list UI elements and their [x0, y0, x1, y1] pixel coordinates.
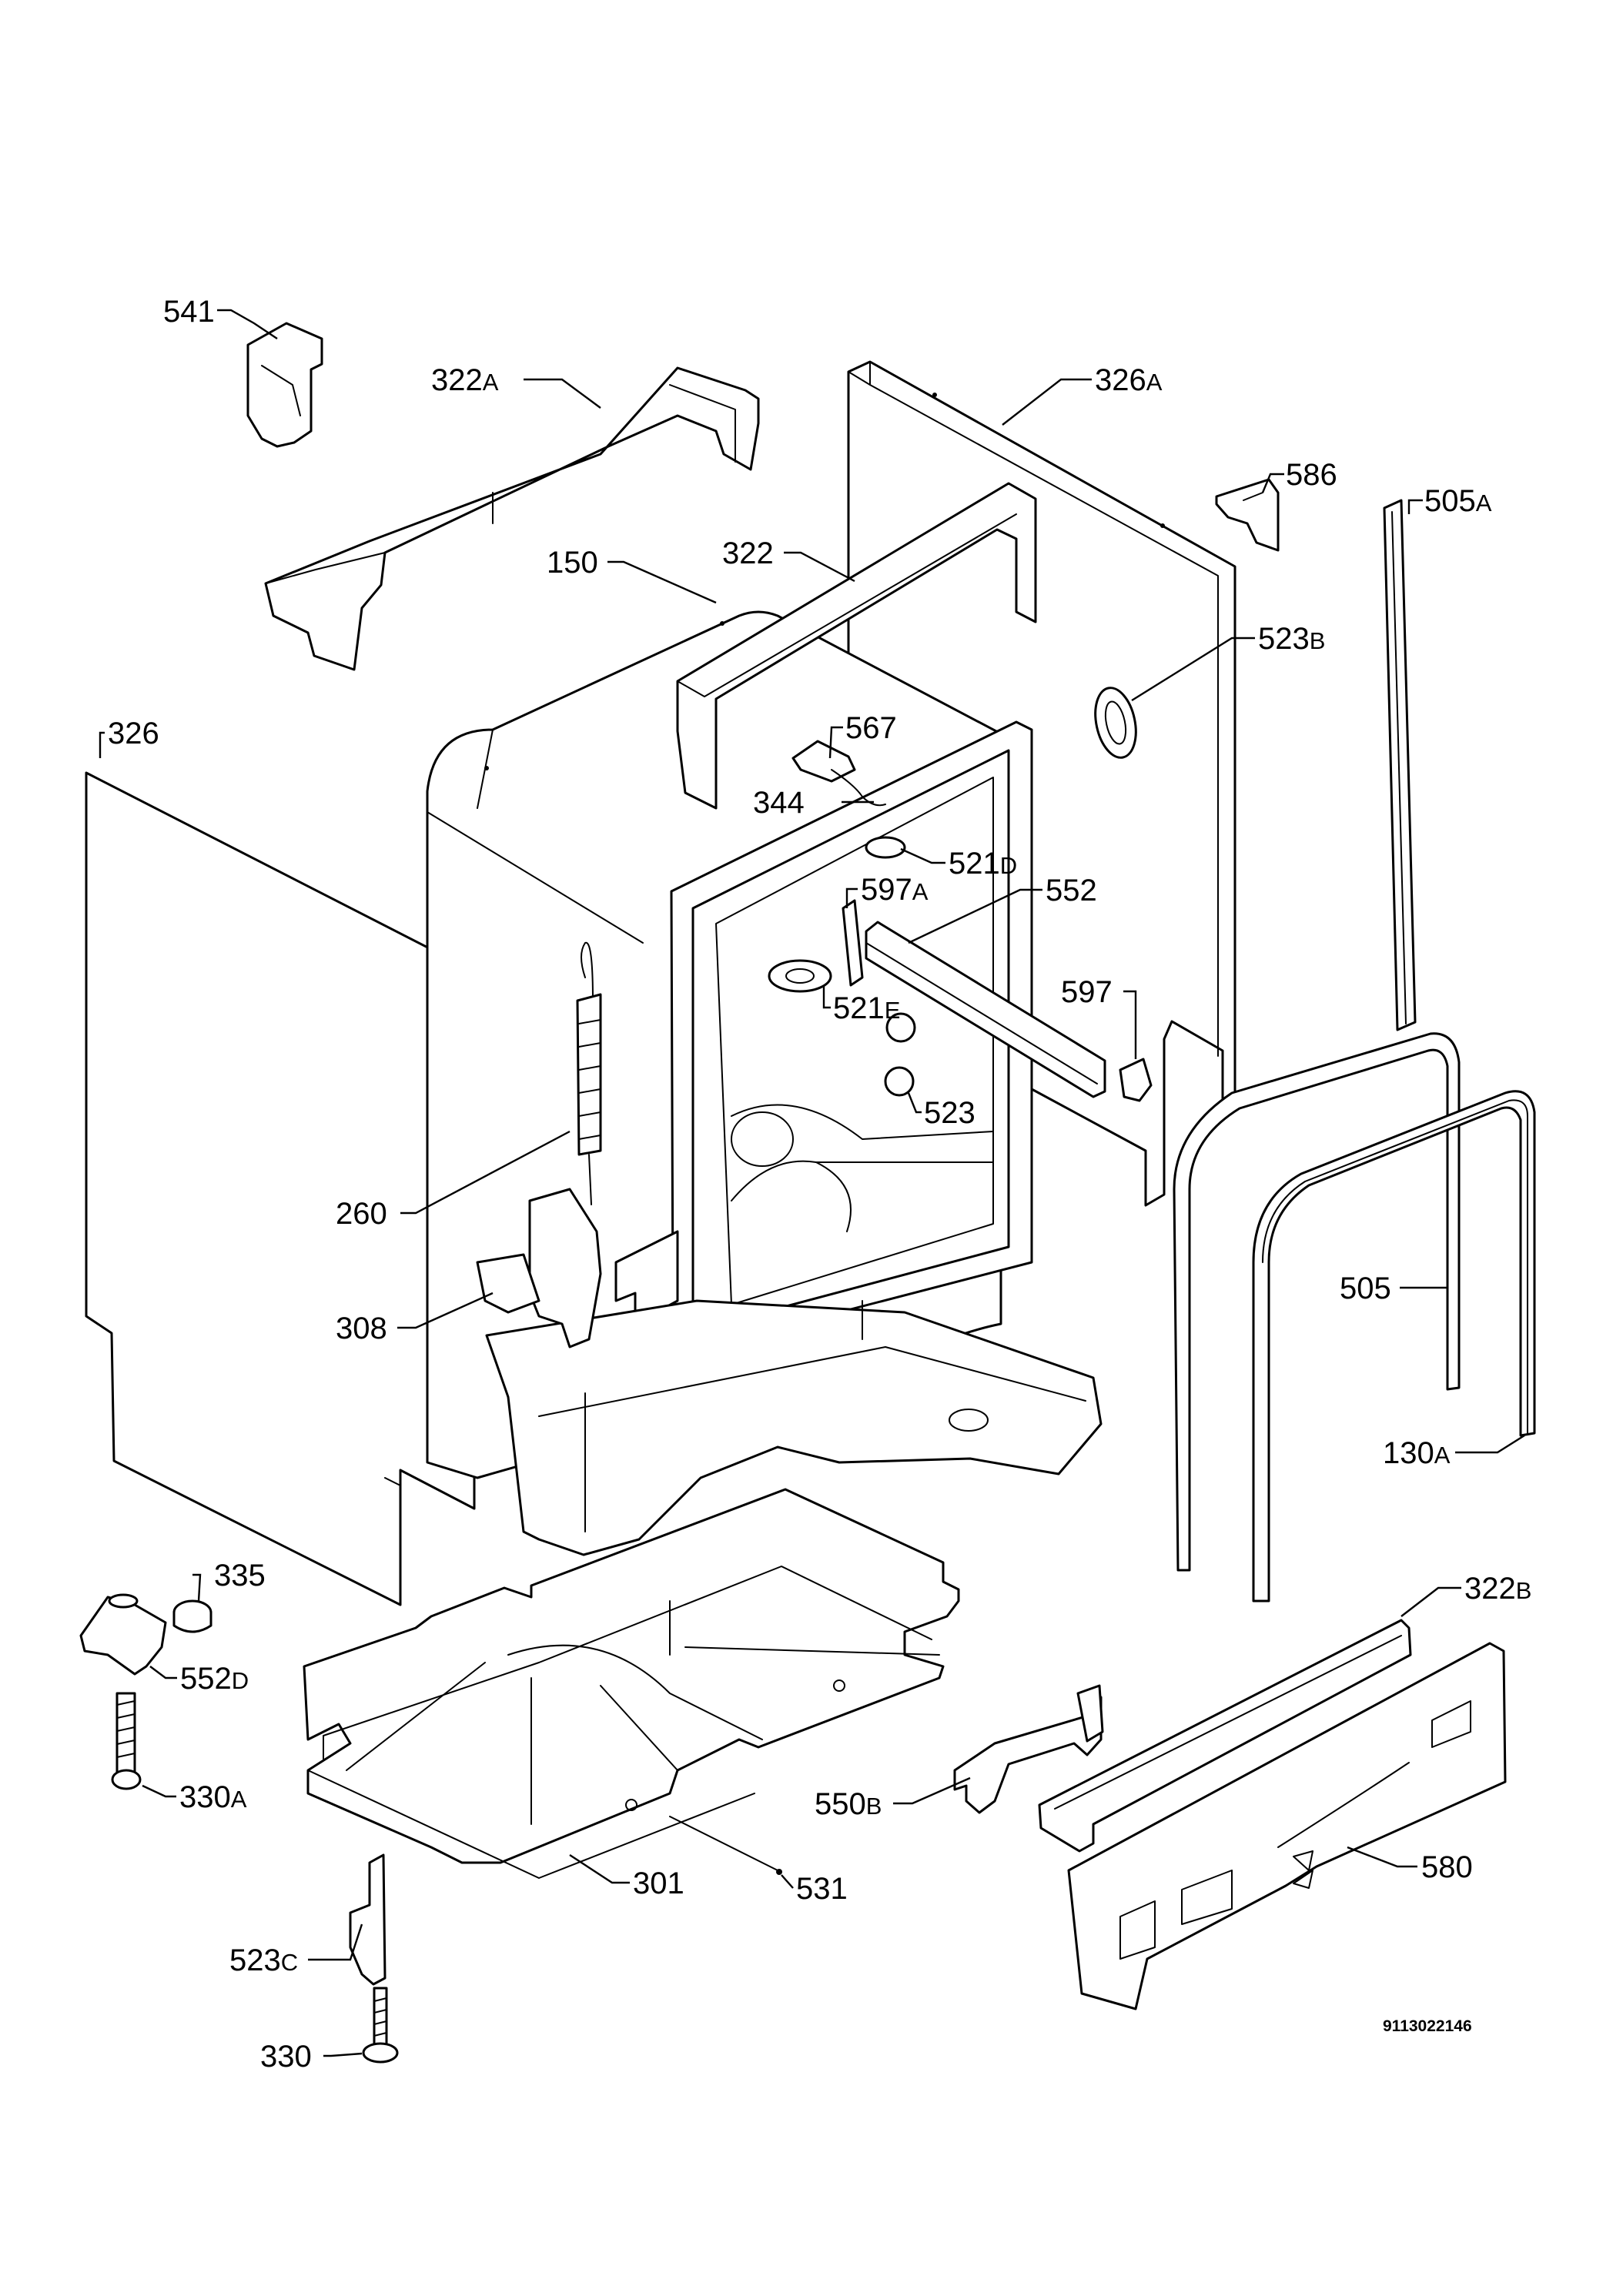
side-panel-left-part — [85, 771, 476, 1606]
door-seal-130a-part — [1252, 1090, 1536, 1603]
cap-521d-part — [865, 836, 906, 859]
callout-531: 531 — [796, 1872, 848, 1906]
clip-567-part — [791, 740, 856, 783]
callout-308: 308 — [336, 1312, 387, 1345]
callout-labels: 541 322A 326A 586 505A 150 322 523B 326 … — [108, 295, 1531, 2074]
door-seal-505-part — [1173, 1032, 1461, 1572]
callout-260: 260 — [336, 1197, 387, 1231]
callout-567: 567 — [845, 711, 897, 745]
gear-part — [172, 1599, 212, 1633]
leader-531 — [781, 1874, 794, 1889]
leader-326a — [1002, 378, 1092, 426]
callout-326: 326 — [108, 717, 159, 750]
grommet-part — [1094, 687, 1137, 759]
callout-150: 150 — [547, 546, 598, 580]
callout-330a: 330A — [179, 1780, 247, 1814]
leader-326 — [99, 731, 105, 758]
callout-550b: 550B — [815, 1787, 882, 1821]
callout-541: 541 — [163, 295, 215, 329]
callout-523b: 523B — [1258, 622, 1325, 656]
leader-567 — [828, 726, 843, 759]
leader-521d — [900, 847, 945, 864]
leader-597a — [845, 887, 858, 908]
leader-523b — [1131, 637, 1255, 702]
seal-strip-part — [1383, 499, 1417, 1031]
leader-523c — [308, 1923, 363, 1961]
rod-531-part — [669, 1816, 782, 1875]
leader-586 — [1261, 473, 1284, 493]
callout-130a: 130A — [1383, 1436, 1451, 1470]
top-rail-rear-part — [264, 366, 760, 671]
leader-322 — [784, 551, 855, 583]
leader-130a — [1455, 1434, 1525, 1454]
callout-523: 523 — [924, 1096, 975, 1130]
callout-330: 330 — [260, 2040, 312, 2074]
leader-597 — [1123, 990, 1137, 1059]
hinge-part — [476, 1188, 602, 1349]
callout-552d: 552D — [180, 1662, 249, 1696]
callout-597a: 597A — [861, 873, 929, 907]
callout-322a: 322A — [431, 363, 499, 397]
callout-344: 344 — [753, 786, 805, 820]
callout-523c: 523C — [229, 1943, 298, 1977]
callout-580: 580 — [1421, 1850, 1473, 1884]
valve-523-part — [884, 1012, 916, 1097]
hook-597a-part — [842, 899, 864, 987]
callout-335: 335 — [214, 1559, 266, 1592]
leader-322a — [524, 378, 601, 409]
leader-322b — [1400, 1586, 1461, 1617]
base-tray-part — [303, 1299, 1103, 1879]
callout-322b: 322B — [1464, 1572, 1531, 1606]
callout-521d: 521D — [949, 847, 1017, 881]
callout-552: 552 — [1046, 874, 1097, 907]
leader-260 — [400, 1130, 571, 1215]
bracket-523c-part — [349, 1853, 387, 1986]
clip-part — [246, 322, 323, 448]
callout-505: 505 — [1340, 1272, 1391, 1305]
plinth-panel-part — [1067, 1642, 1507, 2010]
callout-505a: 505A — [1424, 484, 1492, 518]
leader-521e — [822, 985, 831, 1009]
clip-597-part — [1119, 1058, 1153, 1102]
spring-260-part — [576, 941, 602, 1205]
rail-322b-part — [1038, 1619, 1412, 1853]
bracket-part — [1215, 478, 1280, 552]
leader-330a — [142, 1784, 176, 1798]
screw-330a-part — [111, 1692, 142, 1790]
leader-335 — [192, 1573, 202, 1602]
leader-301 — [569, 1853, 630, 1884]
leader-308 — [397, 1292, 494, 1329]
nut-521e-part — [768, 959, 832, 993]
callout-322: 322 — [722, 536, 774, 570]
leader-580 — [1347, 1846, 1417, 1868]
leader-330 — [323, 2052, 363, 2057]
callout-521e: 521E — [833, 991, 900, 1025]
leader-550b — [893, 1776, 971, 1805]
spring-344-part — [831, 769, 886, 807]
screw-330-part — [362, 1987, 399, 2064]
leader-552 — [908, 888, 1042, 944]
bar-552-part — [865, 921, 1106, 1098]
leader-lines — [99, 309, 1525, 2057]
valve-552d-part — [79, 1593, 167, 1676]
callout-586: 586 — [1286, 458, 1337, 492]
callout-597: 597 — [1061, 975, 1113, 1009]
top-rail-front-part — [676, 482, 1037, 810]
leader-541 — [217, 309, 278, 339]
document-number: 9113022146 — [1383, 2017, 1472, 2035]
callout-326a: 326A — [1095, 363, 1163, 397]
bracket-550b-part — [953, 1684, 1104, 1814]
callout-301: 301 — [633, 1867, 684, 1900]
leader-150 — [607, 560, 717, 604]
leader-523 — [907, 1092, 922, 1114]
leader-552d — [149, 1666, 177, 1679]
leader-505a — [1407, 499, 1423, 514]
